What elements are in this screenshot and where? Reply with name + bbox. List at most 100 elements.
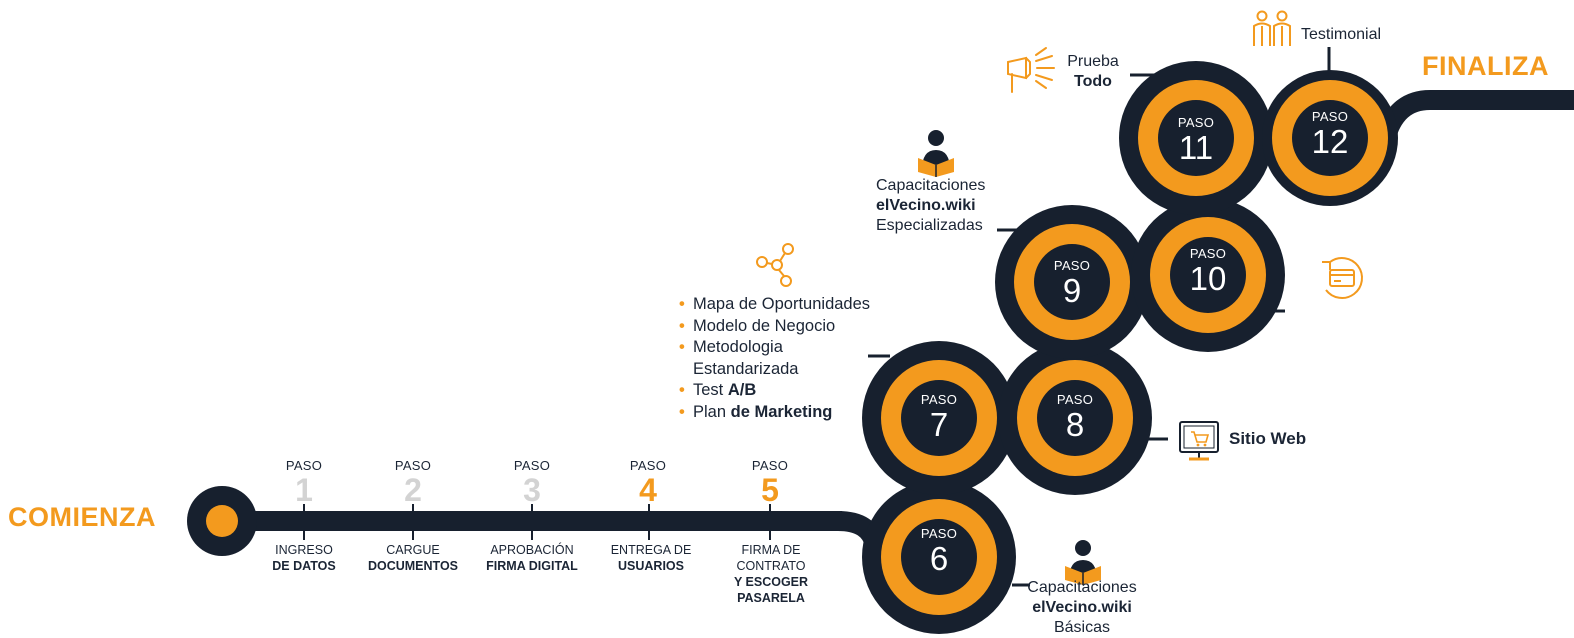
step-number: 11 (1178, 129, 1214, 166)
step-desc-line: ENTREGA DE (610, 543, 692, 557)
step-number: 7 (929, 406, 949, 443)
step-paso-label: PASO (629, 458, 667, 473)
linear-step-4-desc: ENTREGA DE USUARIOS (586, 542, 716, 574)
linear-step-3-desc: APROBACIÓN FIRMA DIGITAL (467, 542, 597, 574)
bullet-text: Estandarizada (693, 359, 799, 378)
reader-icon-basicas (1065, 540, 1101, 585)
step-number: 6 (929, 540, 949, 577)
circle-step-10: PASO 10 (1168, 247, 1248, 297)
step-paso-label: PASO (1189, 246, 1227, 261)
step-number: 2 (404, 472, 422, 508)
note-testimonial: Testimonial (1301, 26, 1382, 43)
circle-step-7: PASO 7 (899, 393, 979, 443)
bullet-text: Mapa de Oportunidades (693, 295, 871, 313)
circle-step-6: PASO 6 (899, 527, 979, 577)
megaphone-icon (1007, 47, 1055, 93)
step-desc-bold: DOCUMENTOS (367, 559, 459, 573)
step-paso-label: PASO (285, 458, 323, 473)
step-paso-label: PASO (1053, 258, 1091, 273)
circle-step-9-shape (995, 205, 1149, 359)
step-desc-bold: DE DATOS (272, 559, 336, 573)
start-node-inner (206, 505, 238, 537)
step-desc-line: APROBACIÓN (490, 543, 574, 557)
linear-step-5-top: PASO 5 (730, 458, 810, 507)
bullet-text: Test (693, 381, 728, 399)
note-line: Especializadas (876, 217, 983, 234)
step-paso-label: PASO (394, 458, 432, 473)
note-line: Prueba (1067, 53, 1119, 70)
bullet-text: Plan (693, 402, 731, 421)
step-paso-label: PASO (920, 392, 958, 407)
step-number: 3 (523, 472, 541, 508)
card-refresh-icon (1322, 257, 1363, 299)
bullet-dot: • (679, 381, 685, 399)
bullet-dot: • (679, 316, 685, 335)
note-line: Básicas (1053, 619, 1111, 636)
step-desc-line: INGRESO (275, 543, 333, 557)
bullet-text: Metodologia (693, 338, 783, 356)
step-number: 1 (295, 472, 313, 508)
network-icon (756, 243, 794, 287)
leader-lines (868, 47, 1331, 587)
step-paso-label: PASO (513, 458, 551, 473)
step-paso-label: PASO (1311, 109, 1349, 124)
bullet-item: • Mapa de Oportunidades (679, 294, 909, 316)
bullet-text: Modelo de Negocio (693, 316, 836, 335)
step-number: 8 (1065, 406, 1085, 443)
bullet-bold: de Marketing (730, 402, 833, 421)
note-line: Capacitaciones (1027, 579, 1137, 596)
bullet-item: • Test A/B (679, 380, 909, 402)
people-icon (1253, 10, 1291, 46)
step-number: 9 (1062, 272, 1082, 309)
step-desc-bold: Y ESCOGER (733, 575, 809, 589)
note-capacitaciones-especializadas: Capacitaciones elVecino.wiki Especializa… (876, 176, 1016, 236)
note-prueba-todo: Prueba Todo (1060, 52, 1126, 92)
step-number: 10 (1189, 260, 1227, 297)
note-bold-line: elVecino.wiki (876, 197, 976, 214)
step-desc-bold: USUARIOS (618, 559, 684, 573)
step-number: 4 (639, 472, 657, 508)
step-desc-line: CARGUE (386, 543, 440, 557)
linear-step-1-top: PASO 1 (264, 458, 344, 507)
note-bold-line: elVecino.wiki (1032, 599, 1132, 616)
linear-step-4-top: PASO 4 (608, 458, 688, 507)
circle-step-11: PASO 11 (1156, 116, 1236, 166)
linear-step-5-desc: FIRMA DE CONTRATO Y ESCOGER PASARELA (706, 542, 836, 606)
step-number: 12 (1311, 123, 1349, 160)
note-line: Capacitaciones (876, 177, 986, 194)
circle-step-12-shape (1262, 70, 1398, 206)
linear-step-2-desc: CARGUE DOCUMENTOS (348, 542, 478, 574)
bullet-item: •Plan de Marketing (679, 402, 909, 424)
circle-step-8-shape (998, 341, 1152, 495)
end-label: FINALIZA (1422, 51, 1549, 81)
circle-step-10-shape (1131, 198, 1285, 352)
note-bold-line: Todo (1074, 73, 1112, 90)
bullet-dot: • (679, 295, 685, 313)
step-desc-bold: PASARELA (737, 591, 805, 605)
linear-ticks (303, 504, 771, 540)
bullet-list: • Mapa de Oportunidades • Modelo de Negoci… (679, 294, 909, 423)
bullet-bold: A/B (727, 381, 757, 399)
circle-step-8: PASO 8 (1035, 393, 1115, 443)
step-paso-label: PASO (1177, 115, 1215, 130)
circle-step-9: PASO 9 (1032, 259, 1112, 309)
step-desc-bold: FIRMA DIGITAL (486, 559, 578, 573)
step-desc-line: CONTRATO (736, 559, 806, 573)
monitor-cart-icon (1179, 421, 1219, 461)
step-paso-label: PASO (1056, 392, 1094, 407)
circle-step-12: PASO 12 (1290, 110, 1370, 160)
bullet-dot: • (679, 338, 685, 356)
circle-step-6-shape (862, 480, 1016, 634)
bullet-item: • Metodologia (679, 337, 909, 359)
start-label: COMIENZA (8, 502, 156, 532)
track-end (1375, 90, 1574, 143)
circle-step-7-shape (862, 341, 1016, 495)
linear-step-1-desc: INGRESO DE DATOS (239, 542, 369, 574)
step-desc-line: FIRMA DE (741, 543, 801, 557)
bullet-item: • Modelo de Negocio (679, 316, 909, 338)
linear-step-2-top: PASO 2 (373, 458, 453, 507)
bullet-item-continued: Estandarizada (679, 359, 909, 381)
note-capacitaciones-basicas: Capacitaciones elVecino.wiki Básicas (1020, 578, 1144, 638)
